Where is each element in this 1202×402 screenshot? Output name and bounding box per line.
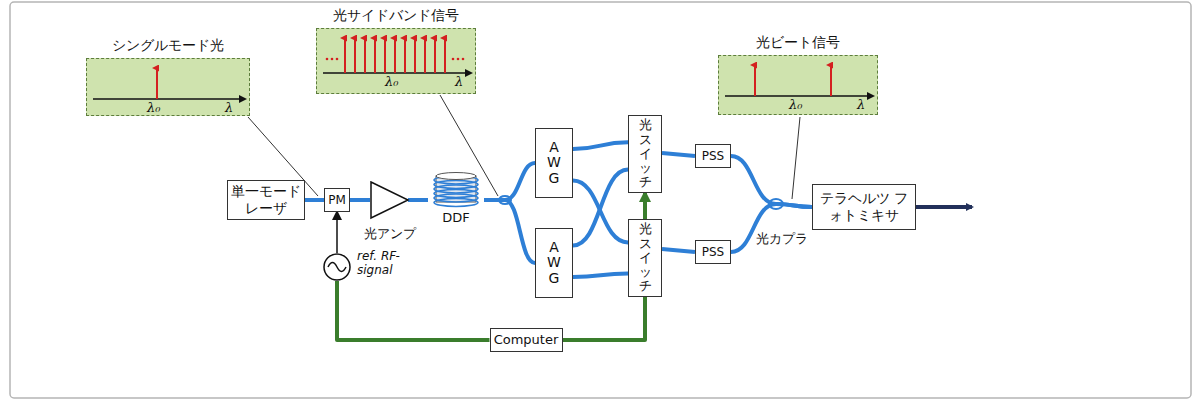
spectral-line xyxy=(394,38,396,73)
box-label: PSS xyxy=(702,149,724,163)
optical-fiber xyxy=(662,153,695,156)
wavelength-label: λ xyxy=(225,100,233,115)
box-label: PSS xyxy=(702,245,724,259)
continuation-dot xyxy=(452,58,455,61)
computer-box: Computer xyxy=(490,328,563,352)
spectral-line xyxy=(364,38,366,73)
spectral-line xyxy=(830,65,832,96)
fiber-spool xyxy=(428,170,484,210)
spectral-line xyxy=(424,38,426,73)
box-label: 光スイッチ xyxy=(639,118,652,189)
continuation-dot xyxy=(331,58,334,61)
source-label: ref. RF-signal xyxy=(357,249,433,278)
optical-fiber xyxy=(408,198,428,202)
spectral-line xyxy=(414,38,416,73)
amplifier-triangle xyxy=(370,181,426,221)
wavelength-label: λ xyxy=(455,74,463,89)
spectrum-inset: 光ビート信号 λ₀ λ xyxy=(718,33,878,115)
spectral-line xyxy=(444,38,446,73)
spectral-line xyxy=(434,38,436,73)
optical-fiber xyxy=(731,204,812,252)
optical-fiber xyxy=(731,156,812,207)
spectral-line xyxy=(354,38,356,73)
rf-source: ref. RF-signal xyxy=(323,253,433,283)
spectral-line xyxy=(754,65,756,96)
control-line xyxy=(337,281,490,340)
optical-fiber xyxy=(573,170,628,246)
inset-title: 光サイドバンド信号 xyxy=(316,6,476,24)
optical-fiber xyxy=(573,274,628,277)
fiber-winding xyxy=(434,199,478,207)
box-label: 光スイッチ xyxy=(639,222,652,293)
pss-box: PSS xyxy=(695,240,731,264)
control-line xyxy=(563,297,646,340)
spool-top xyxy=(436,173,476,180)
switch-box: 光スイッチ xyxy=(628,219,662,297)
amplifier-symbol: 光アンプ xyxy=(370,181,426,243)
inset-panel: λ₀ λ xyxy=(718,55,878,115)
triangle-outline xyxy=(371,182,408,218)
continuation-dot xyxy=(457,58,460,61)
source-circle xyxy=(324,254,350,280)
spectral-line xyxy=(384,38,386,73)
spectral-line xyxy=(374,38,376,73)
optical-fiber xyxy=(573,142,628,149)
continuation-dot xyxy=(462,58,465,61)
spectral-line xyxy=(156,68,158,99)
fiber-label: DDF xyxy=(428,210,484,225)
laser-box: 単一モード レーザ xyxy=(227,180,305,220)
continuation-dot xyxy=(326,58,329,61)
box-label: 単一モード レーザ xyxy=(228,183,304,217)
inset-panel: λ₀ λ xyxy=(316,28,476,94)
wavelength-label: λ₀ xyxy=(147,100,160,115)
box-label: Computer xyxy=(494,332,559,348)
photomixer-box: テラヘルツ フォトミキサ xyxy=(812,184,916,230)
inset-title: 光ビート信号 xyxy=(718,33,878,51)
amplifier-label: 光アンプ xyxy=(364,225,416,243)
outer-frame xyxy=(10,2,1191,398)
inset-title: シングルモード光 xyxy=(86,36,250,54)
fiber-coil: DDF xyxy=(428,170,484,228)
modulator-box: PM xyxy=(324,188,350,212)
optical-fiber xyxy=(484,163,535,200)
leader-line xyxy=(792,117,800,199)
inset-panel: λ₀ λ xyxy=(86,58,250,116)
switch-box: 光スイッチ xyxy=(628,115,662,193)
box-label: AWG xyxy=(547,140,561,186)
optical-fiber xyxy=(350,198,370,202)
pss-box: PSS xyxy=(695,144,731,168)
wavelength-label: λ xyxy=(857,97,865,112)
continuation-dot xyxy=(336,58,339,61)
spectrum-inset: シングルモード光 λ₀ λ xyxy=(86,36,250,116)
optical-fiber xyxy=(484,200,535,263)
wavelength-axis xyxy=(725,95,873,97)
box-label: PM xyxy=(328,193,346,207)
sine-wave xyxy=(328,263,346,272)
rf-source-symbol xyxy=(323,253,353,283)
control-line xyxy=(643,193,647,219)
box-label: AWG xyxy=(547,240,561,286)
awg-box: AWG xyxy=(535,128,573,198)
wavelength-label: λ₀ xyxy=(789,97,802,112)
spectral-line xyxy=(404,38,406,73)
spectrum-inset: 光サイドバンド信号 λ₀ λ xyxy=(316,6,476,94)
spectral-line xyxy=(344,38,346,73)
part-label: 光カプラ xyxy=(756,230,808,248)
awg-box: AWG xyxy=(535,228,573,298)
output-beam xyxy=(913,205,972,209)
optical-fiber xyxy=(305,198,324,202)
wavelength-label: λ₀ xyxy=(385,74,398,89)
optical-fiber xyxy=(662,249,695,252)
wavelength-axis xyxy=(93,98,245,100)
signal-line xyxy=(336,212,338,253)
box-label: テラヘルツ フォトミキサ xyxy=(813,190,915,224)
